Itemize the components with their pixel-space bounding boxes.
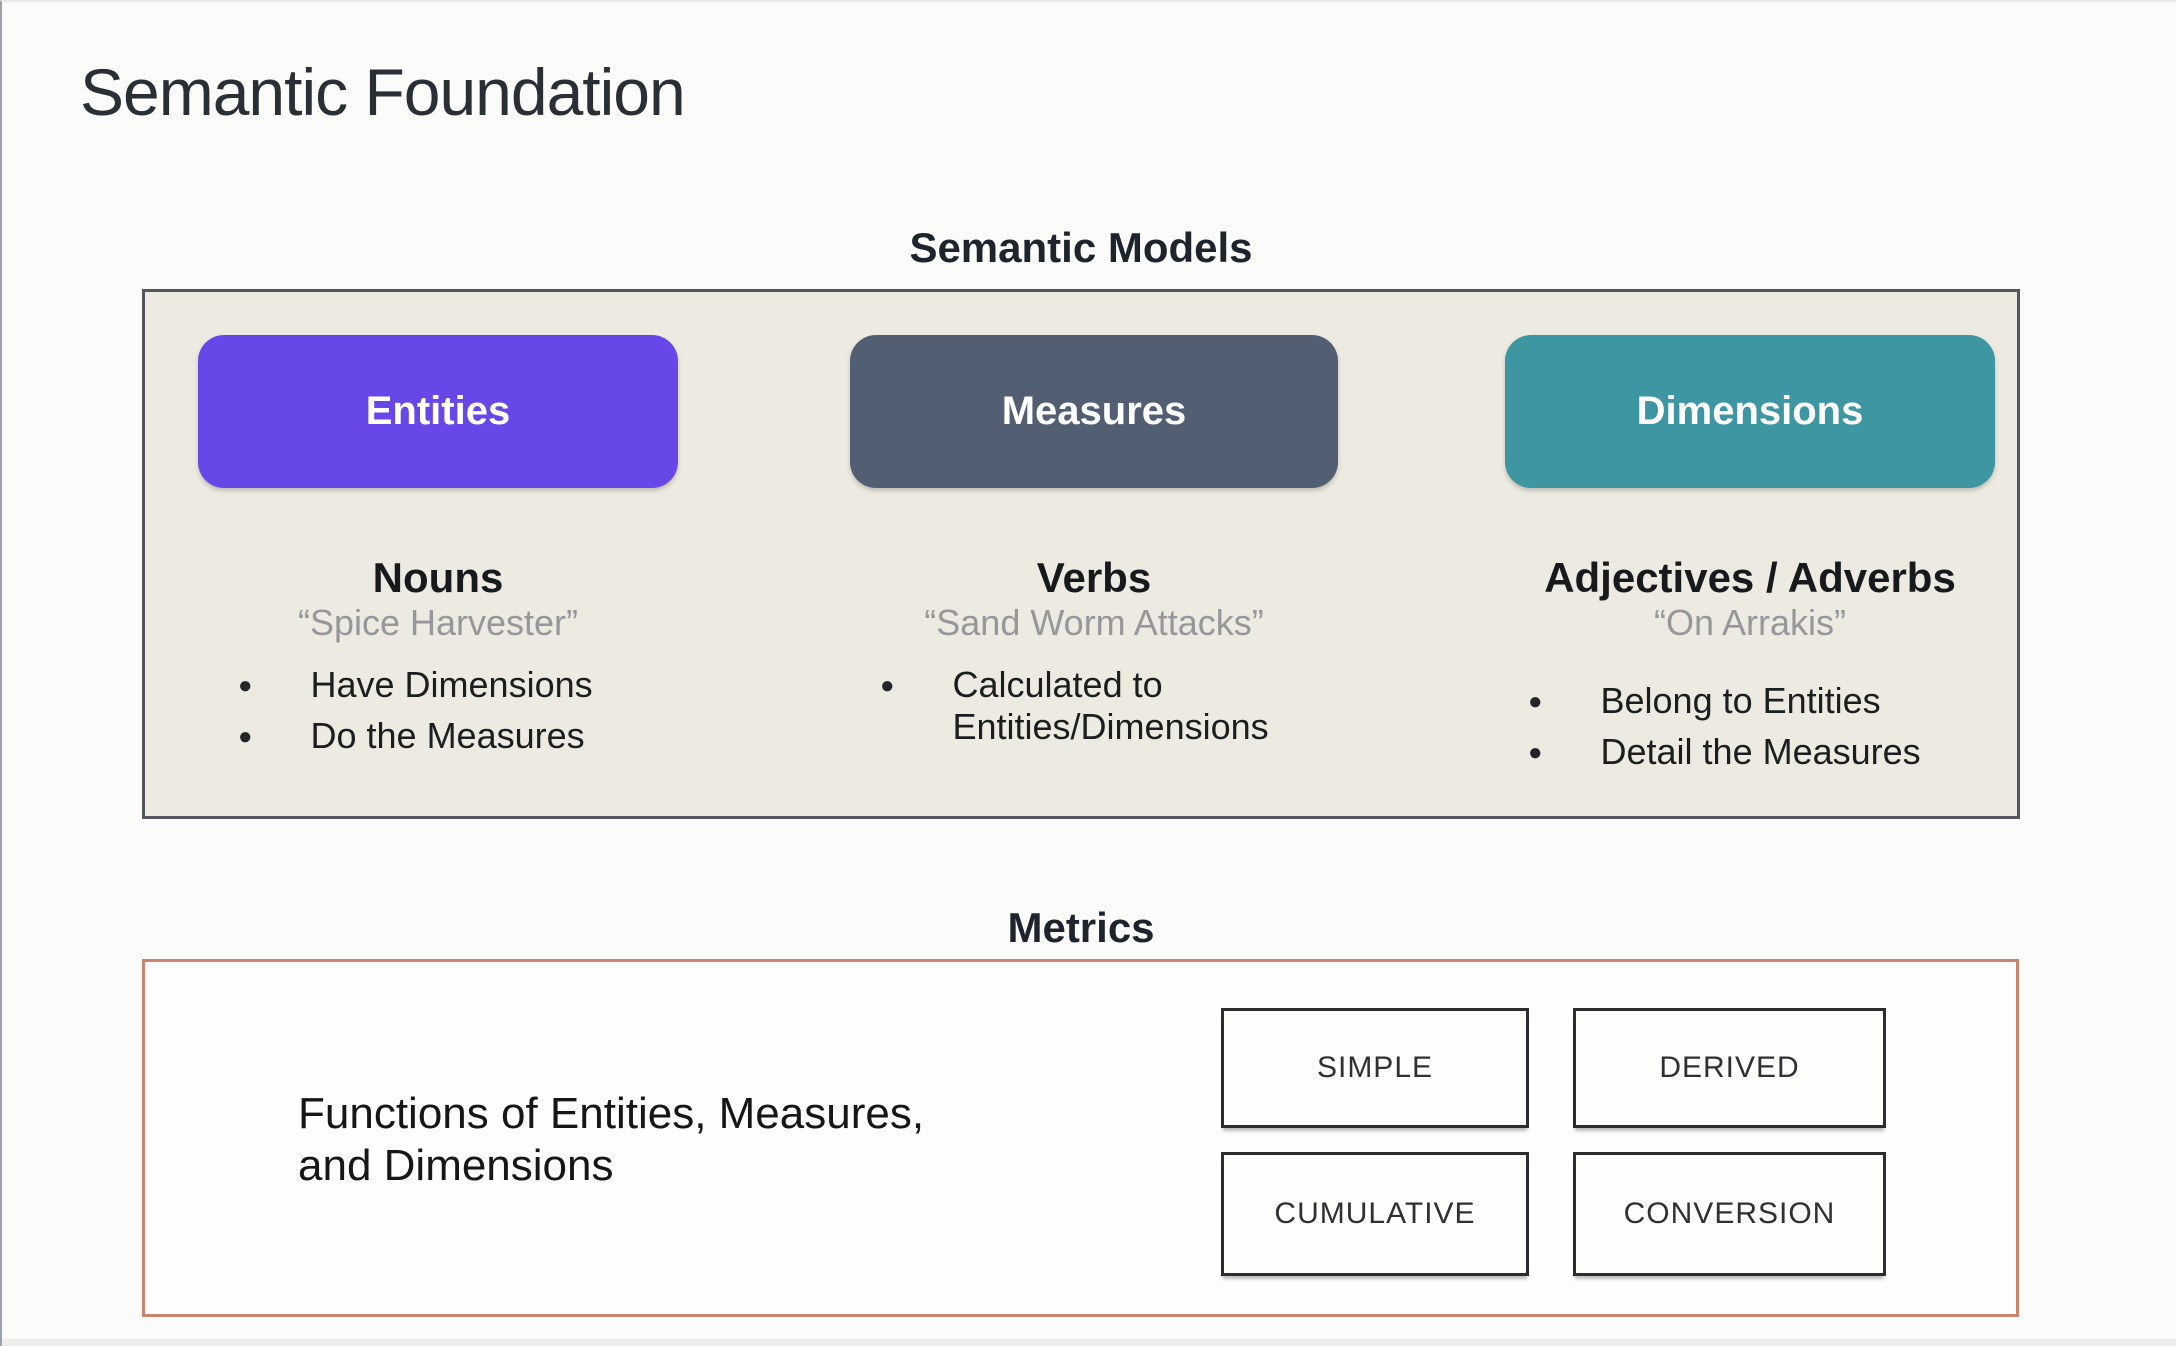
bullet-text: Calculated to Entities/Dimensions — [952, 664, 1269, 748]
screenshot-bottom-edge — [2, 1339, 2176, 1346]
metric-type-derived: DERIVED — [1573, 1008, 1886, 1128]
bullet-text: Belong to Entities — [1600, 680, 1881, 721]
list-item: Detail the Measures — [1528, 731, 1921, 775]
entities-pill: Entities — [198, 335, 678, 488]
dimensions-role-heading: Adjectives / Adverbs — [1544, 554, 1956, 601]
entities-pill-label: Entities — [365, 389, 511, 433]
metrics-description-line2: and Dimensions — [298, 1140, 614, 1190]
slide-title: Semantic Foundation — [80, 55, 686, 129]
dimensions-pill: Dimensions — [1505, 335, 1995, 488]
measures-role-heading: Verbs — [1036, 554, 1152, 601]
dimensions-example-quote: “On Arrakis” — [1653, 602, 1847, 643]
entities-role-heading: Nouns — [372, 554, 504, 601]
metrics-description: Functions of Entities, Measures, and Dim… — [298, 1088, 924, 1192]
metrics-heading: Metrics — [1007, 904, 1155, 951]
dimensions-pill-label: Dimensions — [1636, 389, 1864, 433]
entities-example-quote: “Spice Harvester” — [297, 602, 579, 643]
measures-bullet-list: Calculated to Entities/Dimensions — [880, 664, 1298, 749]
metric-type-cumulative: CUMULATIVE — [1221, 1152, 1529, 1276]
measures-pill-label: Measures — [1001, 389, 1187, 433]
bullet-text: Have Dimensions — [310, 664, 593, 705]
measures-example-quote: “Sand Worm Attacks” — [924, 602, 1264, 643]
measures-pill: Measures — [850, 335, 1338, 488]
metrics-description-line1: Functions of Entities, Measures, — [298, 1089, 925, 1138]
list-item: Do the Measures — [238, 715, 593, 759]
list-item: Have Dimensions — [238, 664, 593, 708]
list-item: Calculated to Entities/Dimensions — [880, 664, 1298, 749]
metric-type-simple: SIMPLE — [1221, 1008, 1529, 1128]
bullet-text: Do the Measures — [310, 715, 585, 756]
bullet-text: Detail the Measures — [1600, 731, 1921, 772]
entities-bullet-list: Have Dimensions Do the Measures — [238, 664, 593, 759]
metric-type-conversion: CONVERSION — [1573, 1152, 1886, 1276]
dimensions-bullet-list: Belong to Entities Detail the Measures — [1528, 680, 1921, 775]
semantic-models-heading: Semantic Models — [909, 224, 1253, 271]
list-item: Belong to Entities — [1528, 680, 1921, 724]
